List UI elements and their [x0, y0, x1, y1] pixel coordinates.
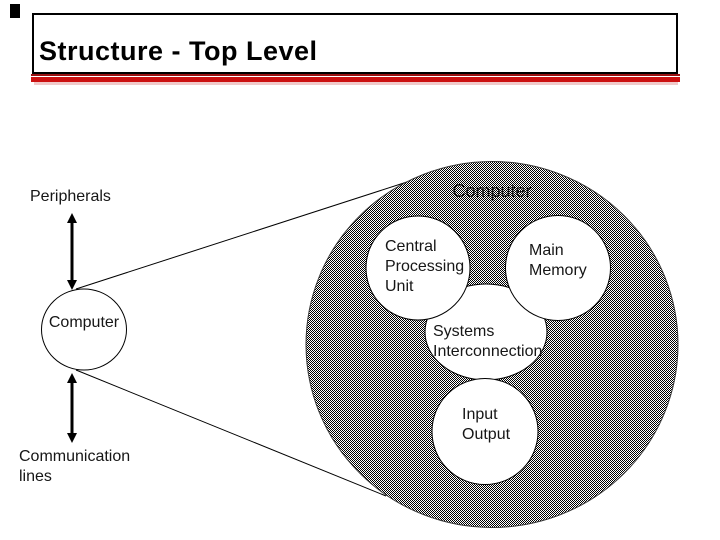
title-box: Structure - Top Level: [32, 13, 678, 74]
input-output-label: Input Output: [462, 406, 511, 443]
accent-underline-dark: [31, 74, 680, 76]
communication-lines-label: Communication lines: [19, 448, 131, 485]
small-computer-circle: [41, 288, 127, 371]
peripherals-label: Peripherals: [30, 188, 111, 205]
zoom-line-lower: [75, 369, 387, 497]
input-output-circle: [431, 378, 539, 485]
accent-underline: [31, 77, 680, 82]
computer-small-label: Computer: [48, 314, 120, 331]
communication-arrow: [67, 373, 77, 443]
systems-interconnection-label: Systems Interconnection: [433, 323, 543, 360]
accent-underline-glow: [34, 82, 678, 85]
cpu-label: Central Processing Unit: [385, 238, 465, 295]
main-memory-label: Main Memory: [529, 242, 587, 279]
corner-marker: [10, 4, 20, 18]
page-title: Structure - Top Level: [39, 36, 318, 66]
main-memory-circle: [505, 215, 611, 321]
computer-big-label: Computer: [452, 181, 532, 201]
zoom-line-upper: [75, 180, 411, 290]
peripherals-arrow: [67, 213, 77, 290]
cpu-circle: [365, 215, 471, 321]
